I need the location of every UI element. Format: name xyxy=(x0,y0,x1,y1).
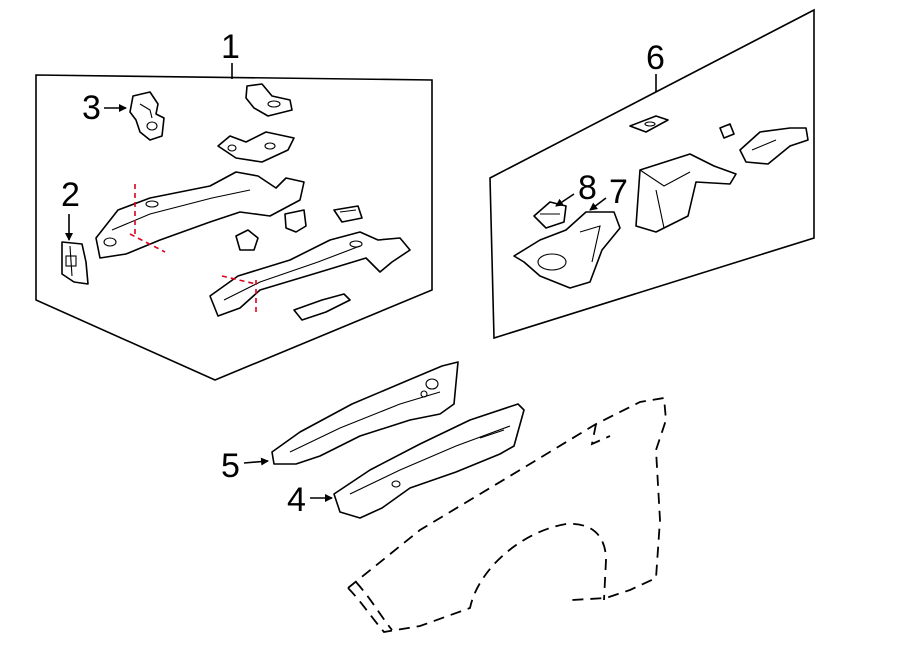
callout-7-arrow xyxy=(589,197,607,211)
part-5-rail xyxy=(271,361,459,465)
part-3-bracket xyxy=(129,91,165,141)
panel-outline-6 xyxy=(489,8,815,340)
panel-6-small-clip xyxy=(719,123,735,139)
panel-1-nut xyxy=(235,229,259,251)
panel-1-mount-bracket xyxy=(217,131,295,163)
cut-line-2 xyxy=(129,233,166,253)
panel-1-clip-b xyxy=(333,205,363,223)
cut-line-3 xyxy=(221,275,257,285)
upper-frame-rail xyxy=(95,171,305,259)
panel-6-small-plate xyxy=(629,115,669,133)
callout-5-arrow xyxy=(243,457,269,466)
panel-6-rear-bracket xyxy=(739,127,809,165)
callout-6: 6 xyxy=(646,39,665,77)
callout-7: 7 xyxy=(609,173,628,211)
callout-2: 2 xyxy=(61,176,80,214)
panel-6-rail-section xyxy=(635,153,737,233)
panel-outline xyxy=(35,74,433,381)
group-6-panel xyxy=(489,8,815,340)
callout-5: 5 xyxy=(221,447,240,485)
lower-frame-rail xyxy=(209,231,411,317)
panel-1-clip-a xyxy=(284,209,307,233)
panel-1-upper-bracket xyxy=(245,83,293,117)
part-4-rail xyxy=(333,403,525,519)
part-2-bracket xyxy=(61,241,89,285)
callout-8-arrow xyxy=(555,193,575,207)
callout-8: 8 xyxy=(578,169,597,207)
part-7-apron xyxy=(513,211,621,289)
callout-1: 1 xyxy=(221,28,240,66)
part-8-bracket xyxy=(533,201,567,229)
callout-3: 3 xyxy=(82,89,101,127)
panel-1-lower-bracket xyxy=(293,293,351,321)
callout-4: 4 xyxy=(287,481,306,519)
fender-outline xyxy=(347,396,667,633)
group-1-panel xyxy=(35,63,433,381)
